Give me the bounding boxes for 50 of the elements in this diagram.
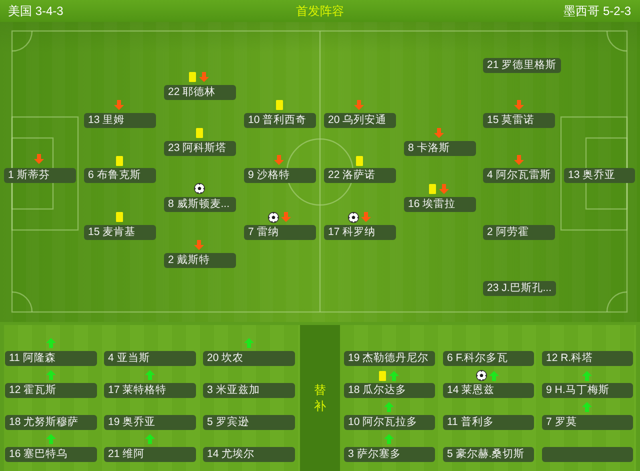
player-box: 18 瓜尔达多 bbox=[344, 383, 435, 398]
player-box: 14 尤埃尔 bbox=[203, 447, 295, 462]
player-box: 21 维阿 bbox=[104, 447, 196, 462]
player-box: 12 霍瓦斯 bbox=[5, 383, 97, 398]
player-box: 15 莫雷诺 bbox=[483, 113, 555, 128]
player-box: 3 米亚兹加 bbox=[203, 383, 295, 398]
player-box: 5 罗宾逊 bbox=[203, 415, 295, 430]
player-box: 19 杰勒德丹尼尔 bbox=[344, 351, 435, 366]
player-box: 6 F.科尔多瓦 bbox=[443, 351, 534, 366]
player-box: 4 亚当斯 bbox=[104, 351, 196, 366]
player-box: 14 莱恩兹 bbox=[443, 383, 534, 398]
player-box: 20 乌列安通 bbox=[324, 113, 396, 128]
player-box: 8 卡洛斯 bbox=[404, 141, 476, 156]
team-formation: 墨西哥 5-2-3 bbox=[564, 3, 631, 19]
player-box: 8 威斯顿麦... bbox=[164, 197, 236, 212]
player-box: 21 罗德里格斯 bbox=[483, 58, 561, 73]
player-box: 13 奥乔亚 bbox=[564, 168, 635, 183]
player-box: 13 里姆 bbox=[84, 113, 156, 128]
player-box: 2 戴斯特 bbox=[164, 253, 236, 268]
player-box: 11 阿隆森 bbox=[5, 351, 97, 366]
player-box: 1 斯蒂芬 bbox=[4, 168, 76, 183]
player-box: 16 塞巴特乌 bbox=[5, 447, 97, 462]
player-box: 9 H.马丁梅斯 bbox=[542, 383, 633, 398]
player-box: 19 奥乔亚 bbox=[104, 415, 196, 430]
player-box: 23 阿科斯塔 bbox=[164, 141, 236, 156]
player-box: 7 雷纳 bbox=[244, 225, 316, 240]
player-box: 9 沙格特 bbox=[244, 168, 316, 183]
player-box: 5 豪尔赫.桑切斯 bbox=[443, 447, 534, 462]
player-box: 11 普利多 bbox=[443, 415, 534, 430]
player-box: 2 阿劳霍 bbox=[483, 225, 555, 240]
player-box: 22 洛萨诺 bbox=[324, 168, 396, 183]
player-box: 20 坎农 bbox=[203, 351, 295, 366]
player-box: 12 R.科塔 bbox=[542, 351, 633, 366]
player-box: 23 J.巴斯孔... bbox=[483, 281, 556, 296]
player-box: 18 尤努斯穆萨 bbox=[5, 415, 97, 430]
player-box: 15 麦肯基 bbox=[84, 225, 156, 240]
player-box: 3 萨尔塞多 bbox=[344, 447, 435, 462]
team-formation: 美国 3-4-3 bbox=[8, 3, 64, 19]
player-box bbox=[542, 447, 633, 462]
player-box: 17 科罗纳 bbox=[324, 225, 396, 240]
player-box: 22 耶德林 bbox=[164, 85, 236, 100]
player-box: 4 阿尔瓦雷斯 bbox=[483, 168, 555, 183]
player-box: 17 莱特格特 bbox=[104, 383, 196, 398]
player-box: 7 罗莫 bbox=[542, 415, 633, 430]
bench-label: 替补 bbox=[313, 382, 327, 414]
player-box: 10 普利西奇 bbox=[244, 113, 316, 128]
player-box: 16 埃雷拉 bbox=[404, 197, 476, 212]
player-box: 6 布鲁克斯 bbox=[84, 168, 156, 183]
player-box: 10 阿尔瓦拉多 bbox=[344, 415, 435, 430]
title: 首发阵容 bbox=[296, 3, 344, 19]
